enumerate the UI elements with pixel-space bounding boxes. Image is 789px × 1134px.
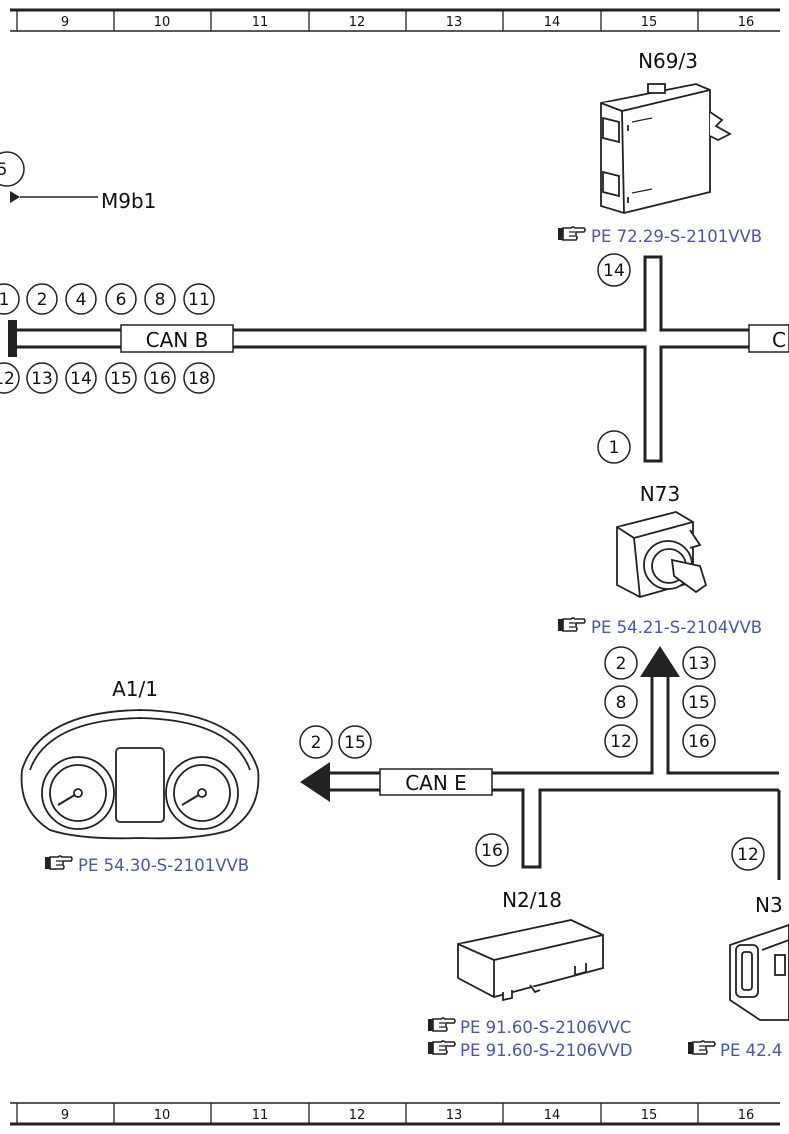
ruler-cell: 12 [349, 1108, 366, 1123]
can-b-pin: 6 [116, 290, 127, 310]
ruler-cell: 11 [252, 15, 269, 30]
ruler-cell: 16 [738, 1108, 755, 1123]
n73-pin: 1 [609, 438, 620, 458]
can-e-left-arrow [300, 762, 330, 802]
can-b-pin: 4 [76, 290, 87, 310]
can-b-right-label: C [772, 328, 786, 352]
can-b-pin: 8 [155, 290, 166, 310]
ruler-cell: 9 [61, 1108, 69, 1123]
can-e-label: CAN E [405, 771, 467, 795]
can-b-label-box [120, 324, 234, 353]
can-e-pin: 8 [616, 693, 627, 713]
m9b1-pin: 5 [0, 160, 7, 180]
n69-3-pin: 14 [603, 261, 625, 281]
can-b-pin: 11 [188, 290, 210, 310]
pointing-hand-icon [44, 855, 73, 870]
can-b-pin: 16 [149, 369, 171, 389]
n3-module [729, 924, 789, 1021]
ruler-cell: 16 [738, 15, 755, 30]
n2-18-module [457, 919, 604, 1002]
can-b-right-label-box [748, 324, 789, 353]
ruler-cell: 12 [349, 15, 366, 30]
can-b-left-arrow [8, 320, 17, 357]
ruler-cell: 10 [154, 15, 171, 30]
top-ruler: 9 10 11 12 13 14 15 16 [10, 8, 780, 32]
n3-label: N3 [755, 893, 783, 917]
can-b-pin: 18 [188, 369, 210, 389]
ruler-cell: 11 [252, 1108, 269, 1123]
can-b-pin: 13 [31, 369, 53, 389]
can-e-pin: 2 [311, 733, 322, 753]
can-e-label-box [379, 768, 493, 796]
ruler-cell: 15 [641, 1108, 658, 1123]
a1-1-instrument-cluster [20, 709, 260, 840]
can-b-label: CAN B [146, 328, 209, 352]
can-e-pin: 15 [344, 733, 366, 753]
pointing-hand-icon [427, 1017, 456, 1032]
ruler-cell: 14 [544, 15, 561, 30]
m9b1-arrow [10, 191, 20, 203]
n69-3-ref: PE 72.29-S-2101VVB [591, 227, 762, 246]
a1-1-ref: PE 54.30-S-2101VVB [78, 856, 249, 875]
n73-label: N73 [640, 482, 680, 506]
can-e-pin: 13 [688, 654, 710, 674]
ruler-cell: 9 [61, 15, 69, 30]
pointing-hand-icon [427, 1040, 456, 1055]
m9b1-label: M9b1 [101, 189, 156, 213]
bottom-ruler: 9 10 11 12 13 14 15 16 [10, 1102, 780, 1126]
n73-ignition-switch [616, 511, 708, 598]
n2-18-label: N2/18 [502, 888, 562, 912]
can-b-pin: 1 [0, 290, 9, 310]
can-b-pin: 15 [110, 369, 132, 389]
ruler-cell: 13 [446, 15, 463, 30]
pointing-hand-icon [557, 226, 586, 241]
n3-ref: PE 42.4 [720, 1041, 782, 1060]
can-e-up-arrow [640, 646, 680, 677]
can-e-pin: 12 [737, 845, 759, 865]
n2-18-ref-1: PE 91.60-S-2106VVC [460, 1018, 631, 1037]
can-b-pin: 14 [70, 369, 92, 389]
ruler-cell: 13 [446, 1108, 463, 1123]
ruler-cell: 14 [544, 1108, 561, 1123]
can-e-pin: 16 [688, 732, 710, 752]
can-e-pin: 15 [688, 693, 710, 713]
n73-ref: PE 54.21-S-2104VVB [591, 618, 762, 637]
pointing-hand-icon [557, 617, 586, 632]
can-e-pin: 12 [610, 732, 632, 752]
can-b-pin: 2 [37, 290, 48, 310]
can-e-pin: 2 [616, 654, 627, 674]
pointing-hand-icon [687, 1040, 716, 1055]
n69-3-label: N69/3 [638, 49, 698, 73]
can-b-bus [14, 255, 779, 463]
a1-1-label: A1/1 [112, 677, 158, 701]
n69-3-module [600, 83, 732, 214]
ruler-cell: 10 [154, 1108, 171, 1123]
can-e-pin: 16 [481, 841, 503, 861]
can-b-pin: 12 [0, 369, 15, 389]
n2-18-ref-2: PE 91.60-S-2106VVD [460, 1041, 633, 1060]
ruler-cell: 15 [641, 15, 658, 30]
